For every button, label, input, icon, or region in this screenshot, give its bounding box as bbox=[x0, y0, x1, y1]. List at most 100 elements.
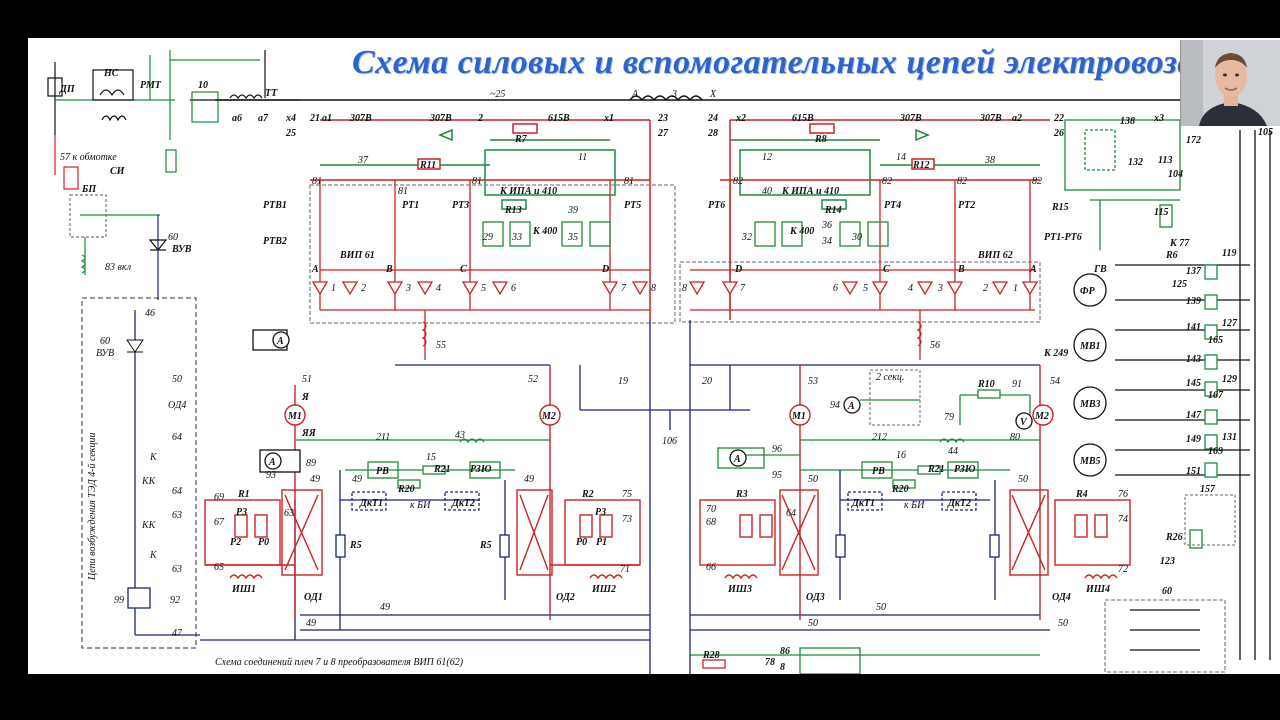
aux-label: R26 bbox=[1165, 532, 1183, 543]
item-label: 95 bbox=[772, 470, 782, 481]
aux-label: 125 bbox=[1172, 279, 1187, 290]
motor-m1-left: М1 bbox=[287, 411, 302, 422]
terminal-label: 307В bbox=[899, 113, 922, 124]
terminal-label: 23 bbox=[657, 113, 668, 124]
aux-label: 132 bbox=[1128, 157, 1143, 168]
phase-label: D bbox=[734, 264, 742, 275]
vip62-name: ВИП 62 bbox=[977, 250, 1013, 261]
wire-number: 71 bbox=[620, 564, 630, 575]
transformer-labels: НС РМТ ТТ ДП БП ВУВ СИ 57 к обмотке 10 bbox=[59, 68, 278, 255]
terminal-label: 28 bbox=[707, 128, 718, 139]
terminal-label: 307В bbox=[979, 113, 1002, 124]
ammeter-symbol: A bbox=[847, 401, 855, 412]
vip61-item: 39 bbox=[567, 205, 578, 216]
terminal-label: х1 bbox=[603, 113, 614, 124]
aux-label: 129 bbox=[1222, 374, 1237, 385]
item-label: 211 bbox=[376, 432, 390, 443]
arm-label: 3 bbox=[405, 283, 411, 294]
vip62-item: 82 bbox=[1032, 176, 1042, 187]
arm-label: 7 bbox=[621, 283, 627, 294]
bottom-labels: R28 78 86 8 bbox=[702, 646, 790, 673]
item-label: 2 секц. bbox=[876, 372, 904, 383]
wire-number: 69 bbox=[214, 492, 224, 503]
arm-label: 7 bbox=[740, 283, 746, 294]
bottom-label: 86 bbox=[780, 646, 790, 657]
chain-label: 99 bbox=[114, 595, 124, 606]
aux-label: 143 bbox=[1186, 354, 1201, 365]
aux-label: 141 bbox=[1186, 322, 1201, 333]
item-label: R21 bbox=[927, 464, 945, 475]
vip62-item: 36 bbox=[821, 220, 832, 231]
arm-label: 3 bbox=[937, 283, 943, 294]
wire-number: 74 bbox=[1118, 514, 1128, 525]
item-label: 94 bbox=[830, 400, 840, 411]
bottom-label: 78 bbox=[765, 657, 775, 668]
item-label: ИШ2 bbox=[591, 584, 616, 595]
machine-label: МВ5 bbox=[1079, 456, 1101, 467]
item-label: РВ bbox=[376, 466, 389, 477]
item-label: 15 bbox=[426, 452, 436, 463]
field-circuits bbox=[295, 369, 1040, 489]
label-bp: БП bbox=[81, 184, 97, 195]
phase-label: A bbox=[1029, 264, 1037, 275]
arm-label: 1 bbox=[331, 283, 336, 294]
item-label: ДкТ2 bbox=[947, 498, 971, 509]
vip61-item: 81 bbox=[398, 186, 408, 197]
wire-number: 49 bbox=[380, 602, 390, 613]
vip61-item: 33 bbox=[511, 232, 522, 243]
vip62-item: 30 bbox=[851, 232, 862, 243]
aux-machines bbox=[690, 119, 1271, 674]
aux-label: 104 bbox=[1168, 169, 1183, 180]
wire-number: 68 bbox=[706, 517, 716, 528]
vip62-item: 14 bbox=[896, 152, 906, 163]
vip61-item: 35 bbox=[567, 232, 578, 243]
arm-label: 5 bbox=[481, 283, 486, 294]
left-chain-labels: 60 83 вкл 46 60 ВУВ 50 ОД4 64 К КК 64 63… bbox=[87, 232, 186, 639]
aux-label: ГВ bbox=[1093, 264, 1107, 275]
item-label: Р3 bbox=[595, 507, 606, 518]
vip61-name: ВИП 61 bbox=[339, 250, 375, 261]
wire-number: 66 bbox=[706, 562, 716, 573]
aux-label: 157 bbox=[1200, 484, 1216, 495]
item-label: ОД3 bbox=[806, 592, 825, 603]
resistor-label: R14 bbox=[824, 205, 842, 216]
terminal-labels: а1 307В 307В 2 615В х1 а6 а7 х4 21 25 23… bbox=[232, 113, 1164, 139]
item-label: Р3 bbox=[236, 507, 247, 518]
vip62-item: 82 bbox=[882, 176, 892, 187]
bottom-label: 8 bbox=[780, 662, 785, 673]
aux-label: 138 bbox=[1120, 116, 1135, 127]
item-label: 80 bbox=[1010, 432, 1020, 443]
item-label: 106 bbox=[662, 436, 677, 447]
wire-number: 72 bbox=[1118, 564, 1128, 575]
schematic-title: Схема силовых и вспомогательных цепей эл… bbox=[352, 44, 1251, 81]
item-label: R10 bbox=[977, 379, 995, 390]
lower-right-labels: 53 54 56 20 96 95 2 секц. 94 R10 91 79 8… bbox=[662, 340, 1110, 603]
machine-label: МВ1 bbox=[1079, 341, 1101, 352]
item-label: ОД4 bbox=[1052, 592, 1071, 603]
wire-number: 49 bbox=[524, 474, 534, 485]
phase-label: B bbox=[957, 264, 965, 275]
excitation-box bbox=[81, 297, 200, 649]
chain-label: ОД4 bbox=[168, 400, 186, 411]
vip-blocks bbox=[309, 180, 1041, 360]
item-label: ЯЯ bbox=[301, 428, 317, 439]
terminal-label: 22 bbox=[1053, 113, 1064, 124]
wire-number: 70 bbox=[706, 504, 716, 515]
vip62-item: К ИПА и 410 bbox=[781, 186, 839, 197]
aux-label: 139 bbox=[1186, 296, 1201, 307]
relay-label: РТВ2 bbox=[263, 236, 287, 247]
bus-label-a: А bbox=[631, 89, 639, 100]
chain-label: 64 bbox=[172, 486, 182, 497]
label-to-winding: 57 к обмотке bbox=[60, 152, 117, 163]
wire-number: 49 bbox=[310, 474, 320, 485]
vip62-item: К 400 bbox=[789, 226, 814, 237]
vip61-item: 81 bbox=[472, 176, 482, 187]
wire-number: 50 bbox=[876, 602, 886, 613]
wire-number: 73 bbox=[622, 514, 632, 525]
vip61-item: 81 bbox=[312, 176, 322, 187]
chain-label: 60 bbox=[168, 232, 178, 243]
aux-label: R15 bbox=[1051, 202, 1069, 213]
item-label: 51 bbox=[302, 374, 312, 385]
schematic-canvas: ~25 А 3 Х НС РМТ ТТ ДП БП ВУВ СИ 57 к об… bbox=[47, 50, 1273, 674]
